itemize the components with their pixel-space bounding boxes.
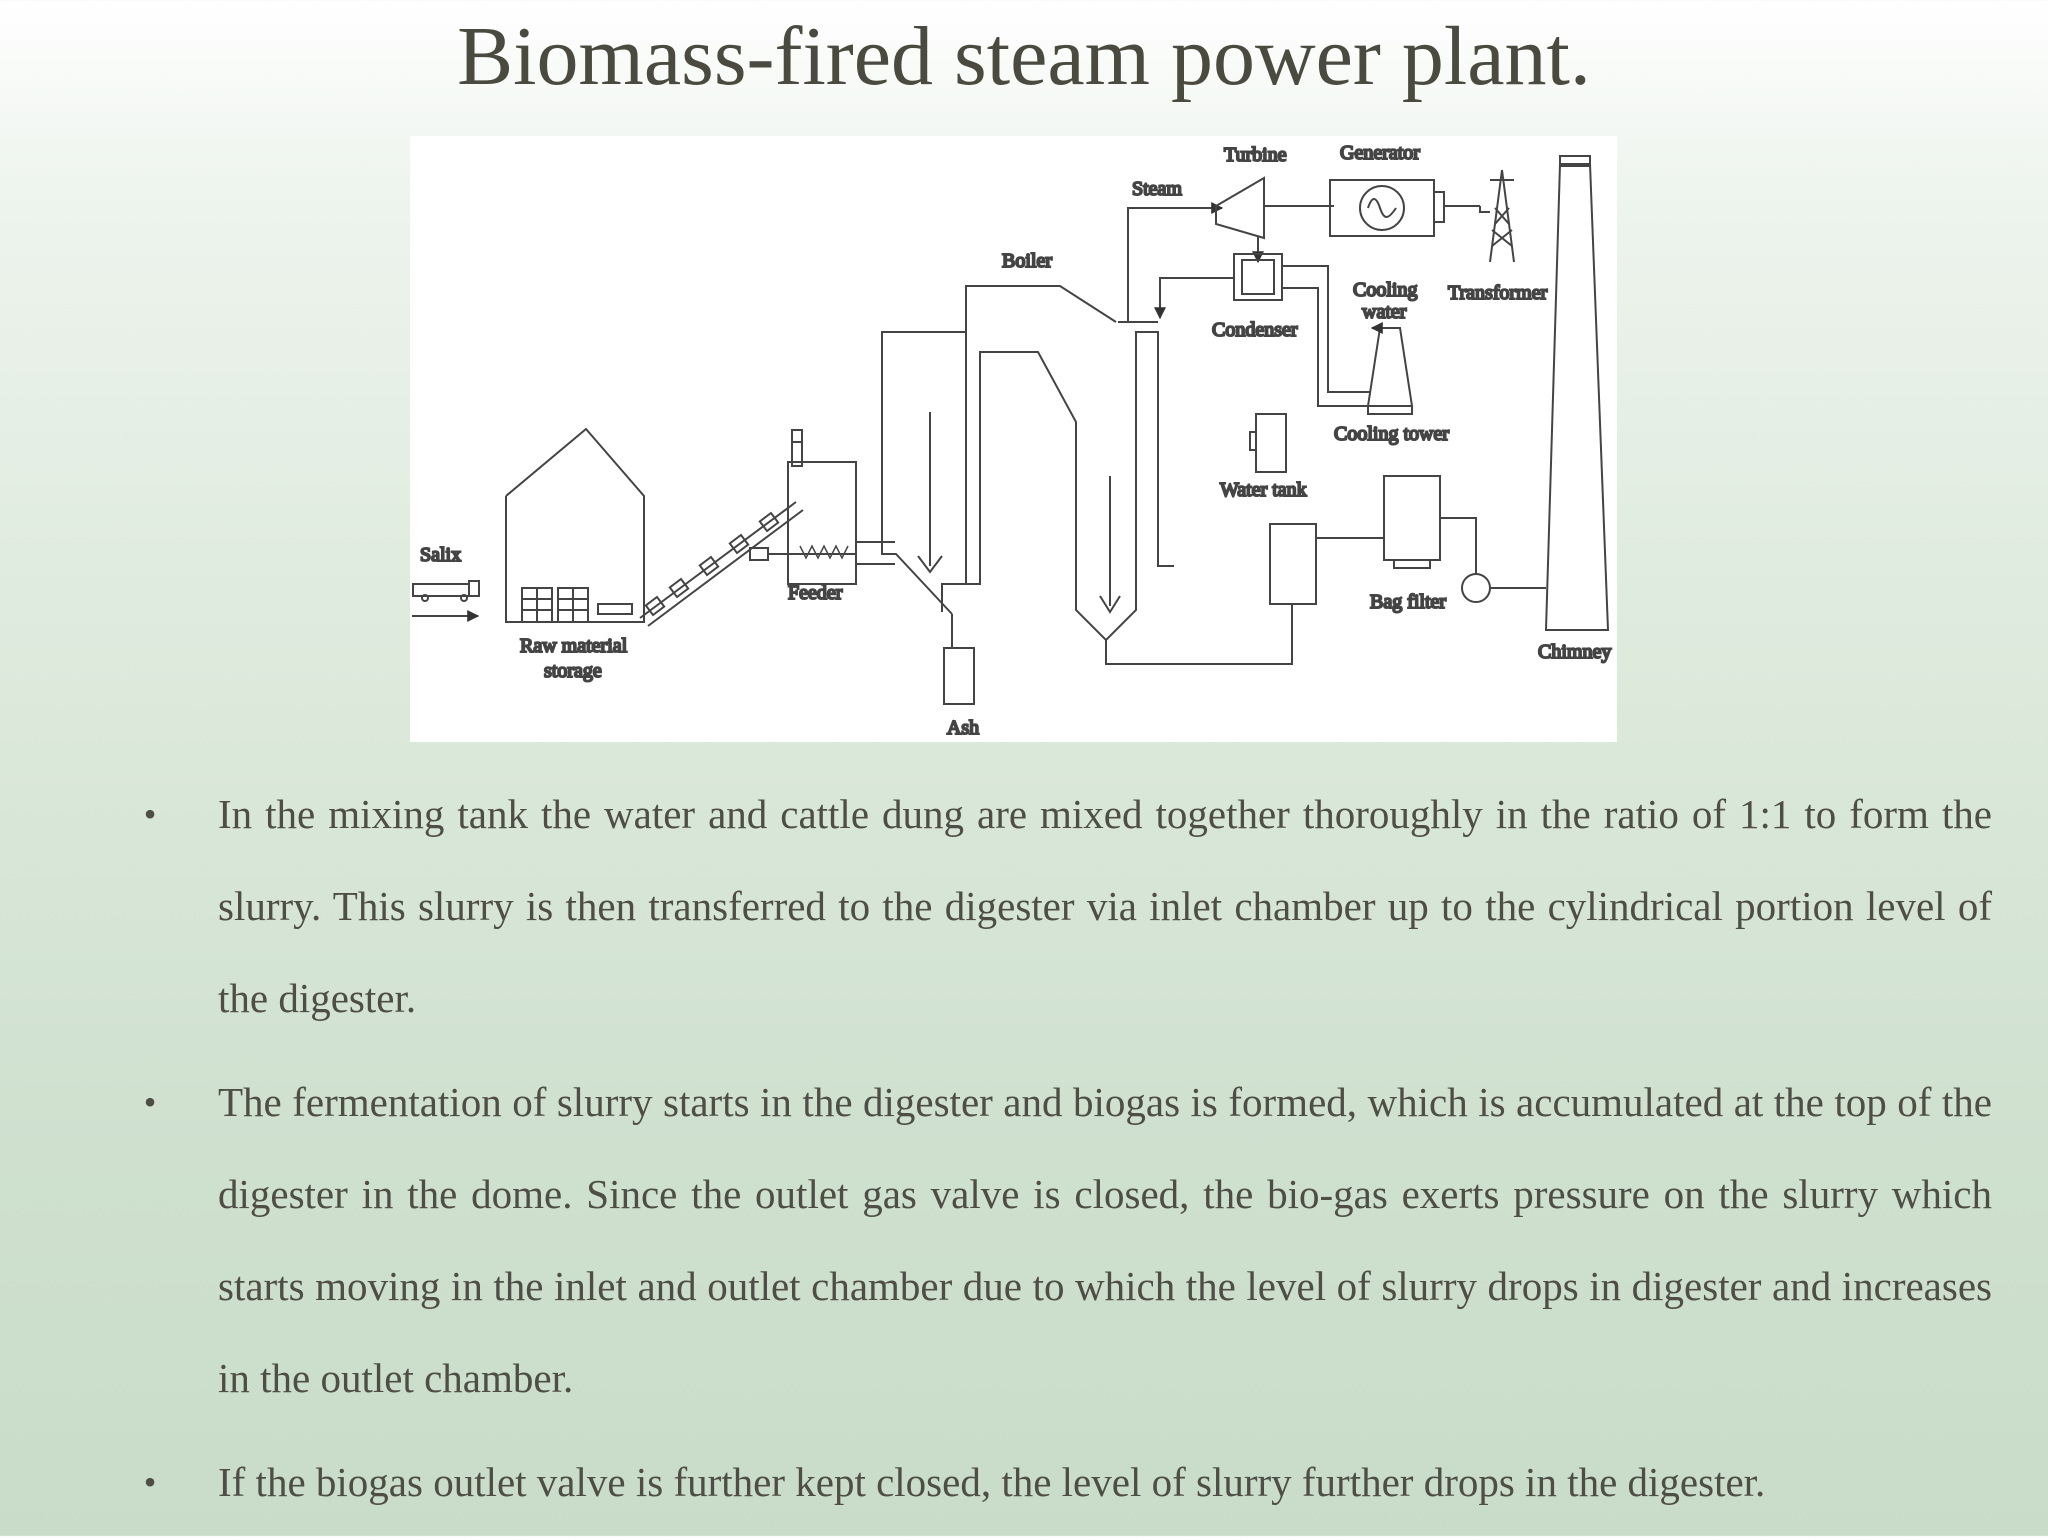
label-chimney: Chimney <box>1538 641 1611 663</box>
bullet-text: If the biogas outlet valve is further ke… <box>218 1459 1766 1505</box>
boiler-unit <box>881 285 1174 705</box>
transmission-tower-icon <box>1479 169 1515 263</box>
label-cooling-tower: Cooling tower <box>1334 423 1449 445</box>
cooling-tower-unit <box>1366 322 1414 415</box>
bullet-marker: • <box>143 794 157 834</box>
raw-material-storage-building <box>505 427 645 623</box>
bullet-item: • If the biogas outlet valve is further … <box>140 1436 1992 1528</box>
label-bag-filter: Bag filter <box>1370 591 1446 613</box>
label-condenser: Condenser <box>1212 319 1298 341</box>
power-plant-diagram: Turbine Generator Steam Boiler Cooling w… <box>410 136 1617 742</box>
flue-gas-path <box>1105 475 1546 665</box>
conveyor-belt <box>639 501 804 627</box>
bullet-list: • In the mixing tank the water and cattl… <box>140 768 1992 1540</box>
slide-title: Biomass-fired steam power plant. <box>457 10 1591 103</box>
label-generator: Generator <box>1340 142 1420 164</box>
label-cooling-water-line1: Cooling <box>1353 279 1417 301</box>
salix-truck-icon <box>412 580 480 602</box>
label-turbine: Turbine <box>1224 144 1287 166</box>
water-tank-unit <box>1249 413 1287 473</box>
turbine-unit <box>1215 176 1265 240</box>
label-ash: Ash <box>947 717 979 739</box>
feeder-unit <box>749 429 895 585</box>
steam-pipe <box>1127 202 1224 322</box>
condenser-unit <box>1154 253 1370 407</box>
bullet-item: • The fermentation of slurry starts in t… <box>140 1056 1992 1424</box>
bullet-marker: • <box>143 1462 157 1502</box>
label-transformer: Transformer <box>1448 282 1548 304</box>
bullet-text: The fermentation of slurry starts in the… <box>218 1079 1992 1401</box>
label-water-tank: Water tank <box>1220 479 1307 501</box>
bullet-text: In the mixing tank the water and cattle … <box>218 791 1992 1021</box>
chimney-unit <box>1544 155 1610 631</box>
label-feeder: Feeder <box>788 582 843 604</box>
bullet-item: • In the mixing tank the water and cattl… <box>140 768 1992 1044</box>
generator-unit <box>1329 179 1480 237</box>
label-steam: Steam <box>1132 178 1182 200</box>
bullet-marker: • <box>143 1082 157 1122</box>
label-raw-material-storage-line1: Raw material <box>520 635 628 657</box>
label-salix: Salix <box>420 544 461 566</box>
label-raw-material-storage-line2: storage <box>544 660 602 682</box>
label-boiler: Boiler <box>1002 250 1052 272</box>
label-cooling-water-line2: water <box>1362 301 1407 323</box>
